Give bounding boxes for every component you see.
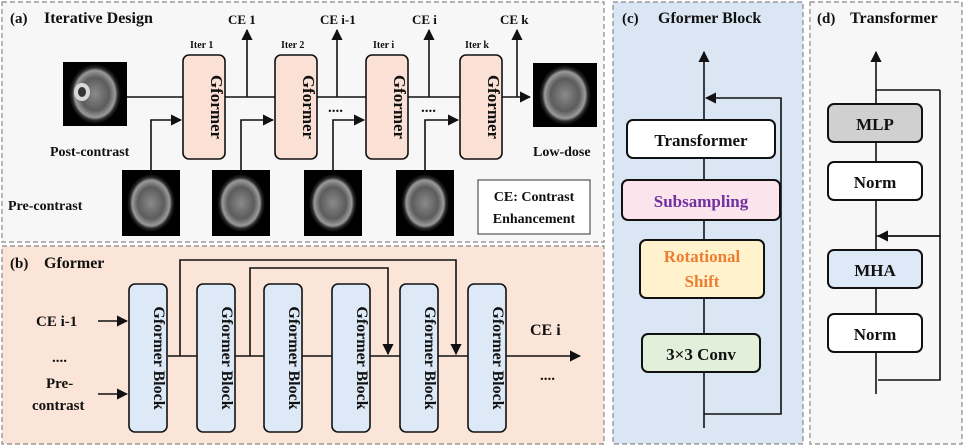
gformer-label: Gformer (484, 75, 503, 140)
panel-d-title: Transformer (850, 10, 938, 27)
mha-box: MHA (827, 249, 923, 289)
panel-c: (c) Gformer Block Transformer Subsamplin… (612, 1, 804, 445)
mlp-label: MLP (856, 115, 894, 134)
conv-box: 3×3 Conv (641, 333, 761, 373)
subsampling-box: Subsampling (621, 179, 781, 221)
gformer-iter-1: Gformer (182, 54, 226, 160)
gformer-block-label: Gformer Block (150, 306, 167, 409)
pre-contrast-image-4 (396, 170, 454, 236)
pre-contrast-image-3 (304, 170, 362, 236)
panel-b-label: (b) (10, 256, 28, 272)
pre-contrast-label: Pre-contrast (8, 199, 83, 214)
panel-d: (d) Transformer MLP Norm MHA Norm (809, 1, 963, 445)
input-dots: .... (52, 350, 67, 366)
rotational-label-1: Rotational (664, 247, 741, 266)
panel-c-title: Gformer Block (658, 10, 761, 27)
norm-bottom-label: Norm (854, 325, 896, 344)
pre-line-1: Pre- (46, 376, 73, 392)
norm-top-label: Norm (854, 173, 896, 192)
gformer-label: Gformer (207, 75, 226, 140)
iter-label-i: Iter i (373, 40, 394, 51)
conv-label: 3×3 Conv (666, 345, 736, 364)
norm-bottom-box: Norm (827, 313, 923, 353)
output-dots: .... (540, 368, 555, 384)
gformer-iter-k: Gformer (459, 54, 503, 160)
transformer-box: Transformer (626, 119, 776, 159)
gformer-iter-2: Gformer (274, 54, 318, 160)
panel-b: (b) Gformer CE i-1 .... Pre- contrast Gf… (1, 245, 605, 445)
gformer-block-label: Gformer Block (489, 306, 506, 409)
panel-c-label: (c) (622, 11, 639, 27)
ce-label-1: CE 1 (228, 12, 256, 27)
subsampling-label: Subsampling (654, 192, 749, 211)
gformer-block-3: Gformer Block (263, 283, 303, 433)
dots-1: .... (328, 100, 343, 116)
panel-a-title: Iterative Design (44, 10, 153, 27)
gformer-block-label: Gformer Block (421, 306, 438, 409)
gformer-block-5: Gformer Block (399, 283, 439, 433)
pre-contrast-image-1 (122, 170, 180, 236)
skip-connection-outer (179, 259, 462, 356)
legend-line-1: CE: Contrast (494, 190, 575, 205)
gformer-block-4: Gformer Block (331, 283, 371, 433)
gformer-block-label: Gformer Block (353, 306, 370, 409)
low-dose-label: Low-dose (533, 145, 591, 160)
pre-arrow-2 (240, 114, 275, 170)
iter-label-1: Iter 1 (190, 40, 213, 51)
pre-arrow-1 (150, 114, 183, 170)
gformer-block-label: Gformer Block (285, 306, 302, 409)
pre-line-2: contrast (32, 398, 85, 414)
iter-label-k: Iter k (465, 40, 489, 51)
post-contrast-image (63, 62, 127, 126)
residual-bottom-path (876, 235, 941, 381)
gformer-block-1: Gformer Block (128, 283, 168, 433)
pre-arrow-4 (424, 114, 460, 170)
iter-label-2: Iter 2 (281, 40, 304, 51)
panel-a: (a) Iterative Design Post-contrast Pre-c… (1, 1, 605, 243)
dots-2: .... (421, 100, 436, 116)
low-dose-image (533, 63, 597, 127)
mlp-box: MLP (827, 103, 923, 143)
gformer-block-2: Gformer Block (196, 283, 236, 433)
ce-label-k: CE k (500, 12, 529, 27)
panel-b-title: Gformer (44, 255, 104, 272)
gformer-iter-i: Gformer (365, 54, 409, 160)
mha-label: MHA (854, 261, 896, 280)
pre-contrast-image-2 (212, 170, 270, 236)
rotational-shift-box: Rotational Shift (639, 239, 765, 299)
pre-arrow-3 (332, 114, 366, 170)
transformer-label: Transformer (654, 131, 748, 150)
norm-top-box: Norm (827, 161, 923, 201)
block-residual-arrow (704, 92, 782, 415)
gformer-label: Gformer (299, 75, 318, 140)
post-contrast-label: Post-contrast (50, 145, 130, 160)
skip-connection-inner (249, 267, 394, 356)
output-ce-label: CE i (530, 322, 561, 339)
ce-label-i: CE i (412, 12, 437, 27)
panel-d-label: (d) (817, 11, 835, 27)
rotational-label-2: Shift (685, 272, 720, 291)
panel-a-label: (a) (10, 11, 28, 27)
gformer-label: Gformer (390, 75, 409, 140)
ce-label-im1: CE i-1 (320, 12, 356, 27)
gformer-block-6: Gformer Block (467, 283, 507, 433)
input-ce-label: CE i-1 (36, 314, 77, 330)
gformer-block-label: Gformer Block (218, 306, 235, 409)
ce-legend: CE: Contrast Enhancement (477, 179, 591, 235)
legend-line-2: Enhancement (493, 212, 576, 227)
